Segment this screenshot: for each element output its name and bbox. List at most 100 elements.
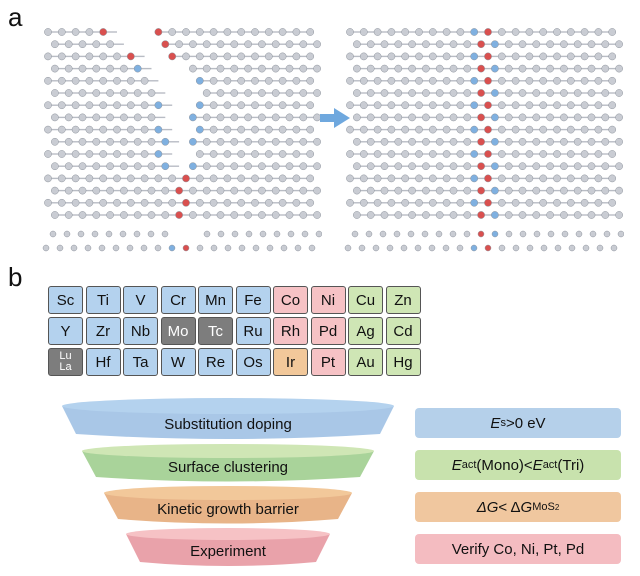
atom — [601, 211, 610, 219]
atom — [497, 198, 506, 207]
atom — [415, 198, 423, 207]
atom — [51, 186, 59, 195]
atom — [456, 28, 465, 36]
atom — [195, 150, 204, 158]
atom — [209, 174, 218, 183]
atom — [161, 162, 170, 171]
atom — [133, 89, 142, 97]
atom — [525, 52, 534, 61]
atom — [408, 40, 416, 49]
atom — [147, 211, 156, 219]
atom — [237, 198, 246, 207]
atom — [387, 150, 396, 158]
atom — [287, 230, 295, 238]
atom — [449, 186, 458, 195]
atom — [353, 89, 361, 97]
atom — [278, 101, 287, 110]
atom — [133, 186, 142, 195]
atom — [428, 244, 436, 252]
atom — [98, 244, 106, 252]
atom — [120, 162, 128, 171]
atom — [573, 64, 582, 73]
atom — [414, 244, 422, 252]
atom — [85, 198, 94, 207]
atom — [511, 52, 520, 61]
atom — [532, 40, 541, 49]
atom — [477, 162, 485, 171]
criterion-pink: Verify Co, Ni, Pt, Pd — [415, 534, 621, 564]
atom — [601, 162, 610, 171]
atom — [57, 76, 66, 85]
atom — [393, 230, 401, 238]
atom — [49, 230, 57, 238]
atom — [140, 174, 149, 183]
atom — [120, 186, 128, 195]
atom — [394, 113, 403, 122]
atom — [580, 52, 589, 61]
atom — [216, 64, 225, 73]
atom — [401, 198, 410, 207]
atom — [99, 52, 108, 61]
atom — [373, 76, 382, 85]
atom — [525, 198, 534, 207]
atom — [539, 52, 548, 61]
element-v: V — [123, 286, 158, 314]
atom — [353, 137, 361, 146]
atom — [224, 244, 232, 252]
atom — [182, 174, 190, 183]
atom — [615, 89, 623, 97]
atom — [422, 89, 430, 97]
atom — [359, 28, 368, 36]
atom — [615, 186, 623, 195]
atom — [401, 125, 410, 134]
atom — [278, 76, 287, 85]
atom — [477, 186, 485, 195]
atom — [223, 76, 232, 85]
atom — [147, 186, 156, 195]
atom — [456, 198, 465, 207]
atom — [504, 64, 513, 73]
atom — [140, 198, 149, 207]
atom — [126, 198, 135, 207]
atom — [546, 137, 554, 146]
atom — [525, 150, 534, 158]
atom — [202, 186, 211, 195]
atom — [106, 89, 114, 97]
atom — [394, 162, 403, 171]
atom — [92, 211, 101, 219]
atom — [126, 101, 135, 110]
atom — [113, 125, 121, 134]
atom — [346, 150, 354, 158]
atom — [380, 186, 389, 195]
atom — [484, 76, 492, 85]
atom — [394, 89, 403, 97]
atom — [271, 89, 280, 97]
atom — [195, 174, 204, 183]
atom — [280, 244, 288, 252]
atom — [442, 198, 451, 207]
atom — [292, 52, 301, 61]
atom — [484, 101, 492, 110]
atom — [615, 211, 623, 219]
atom — [387, 76, 396, 85]
atom — [217, 230, 225, 238]
element-mn: Mn — [198, 286, 233, 314]
atom — [587, 211, 596, 219]
atom — [271, 211, 280, 219]
atom — [373, 28, 382, 36]
atom — [366, 113, 375, 122]
atom — [306, 76, 315, 85]
atom — [435, 89, 444, 97]
atom — [202, 64, 211, 73]
atom — [617, 230, 624, 238]
atom — [258, 186, 266, 195]
atom — [449, 40, 458, 49]
atom — [299, 64, 308, 73]
atom — [126, 52, 135, 61]
atom — [306, 101, 315, 110]
atom — [511, 76, 520, 85]
atom — [78, 89, 87, 97]
atom — [484, 198, 492, 207]
atom — [497, 28, 506, 36]
